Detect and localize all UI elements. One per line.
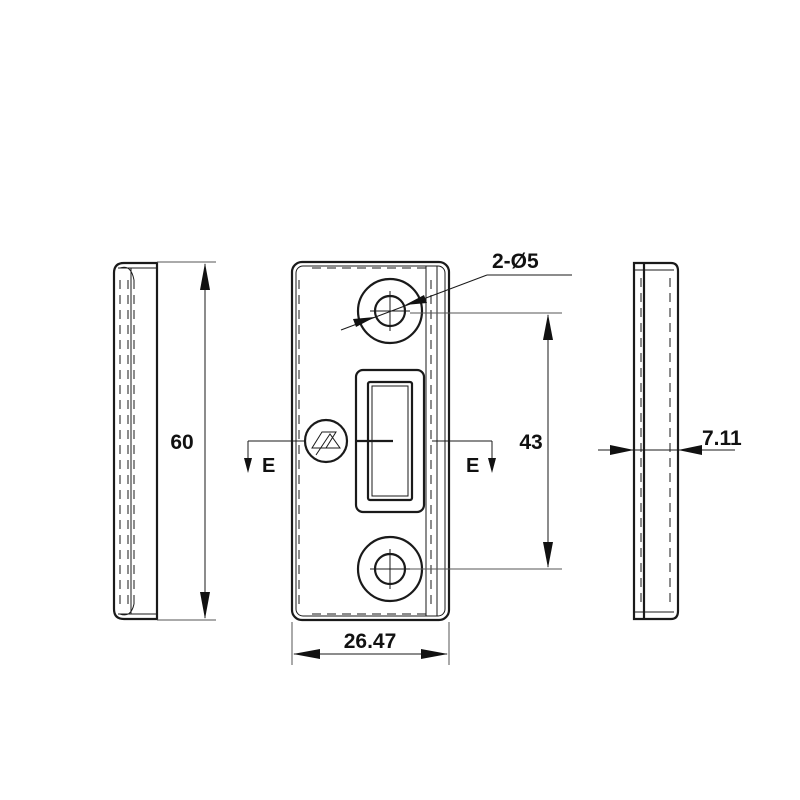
side-view-left — [112, 261, 159, 621]
dimension-width: 26.47 — [291, 622, 450, 665]
dimension-spacing-label: 43 — [519, 431, 542, 454]
dimension-hole-callout: 2-Ø5 — [340, 250, 572, 331]
logo-mark-lower — [315, 433, 341, 456]
side-view-right — [632, 261, 680, 621]
arrow-up — [200, 263, 210, 290]
countersink-top — [356, 277, 424, 345]
brand-logo-icon — [303, 418, 349, 464]
arrow-spacing-up — [543, 314, 553, 340]
arrow-thickness-right — [678, 445, 702, 455]
arrow-down — [200, 592, 210, 619]
leader-arrow-inner — [353, 317, 375, 327]
dimension-thickness-label: 7.11 — [702, 427, 742, 450]
hole-callout-label: 2-Ø5 — [492, 250, 539, 273]
latch-opening — [354, 368, 426, 514]
leader-arrow-outer — [405, 295, 427, 305]
dimension-width-label: 26.47 — [344, 630, 397, 653]
dimension-thickness: 7.11 — [598, 427, 742, 455]
logo-mark-upper — [311, 431, 337, 449]
section-arrow-right — [488, 458, 496, 473]
logo-circle — [303, 418, 349, 464]
dimension-height: 60 — [157, 261, 216, 621]
arrow-width-right — [421, 649, 448, 659]
arrow-spacing-down — [543, 542, 553, 568]
arrow-thickness-left — [610, 445, 634, 455]
side-right-outline — [632, 261, 680, 621]
arrow-width-left — [293, 649, 320, 659]
dimension-hole-spacing: 43 — [410, 312, 562, 570]
mounting-hole-top — [356, 277, 424, 345]
front-view: E E — [244, 260, 496, 622]
dimension-height-label: 60 — [170, 431, 193, 454]
section-marker-left: E — [262, 455, 275, 477]
section-line-e: E E — [244, 440, 496, 477]
section-marker-right: E — [466, 455, 479, 477]
section-arrow-left — [244, 458, 252, 473]
side-left-outline — [112, 261, 159, 621]
side-left-top-curve — [119, 266, 135, 281]
side-left-bottom-curve — [119, 603, 135, 616]
